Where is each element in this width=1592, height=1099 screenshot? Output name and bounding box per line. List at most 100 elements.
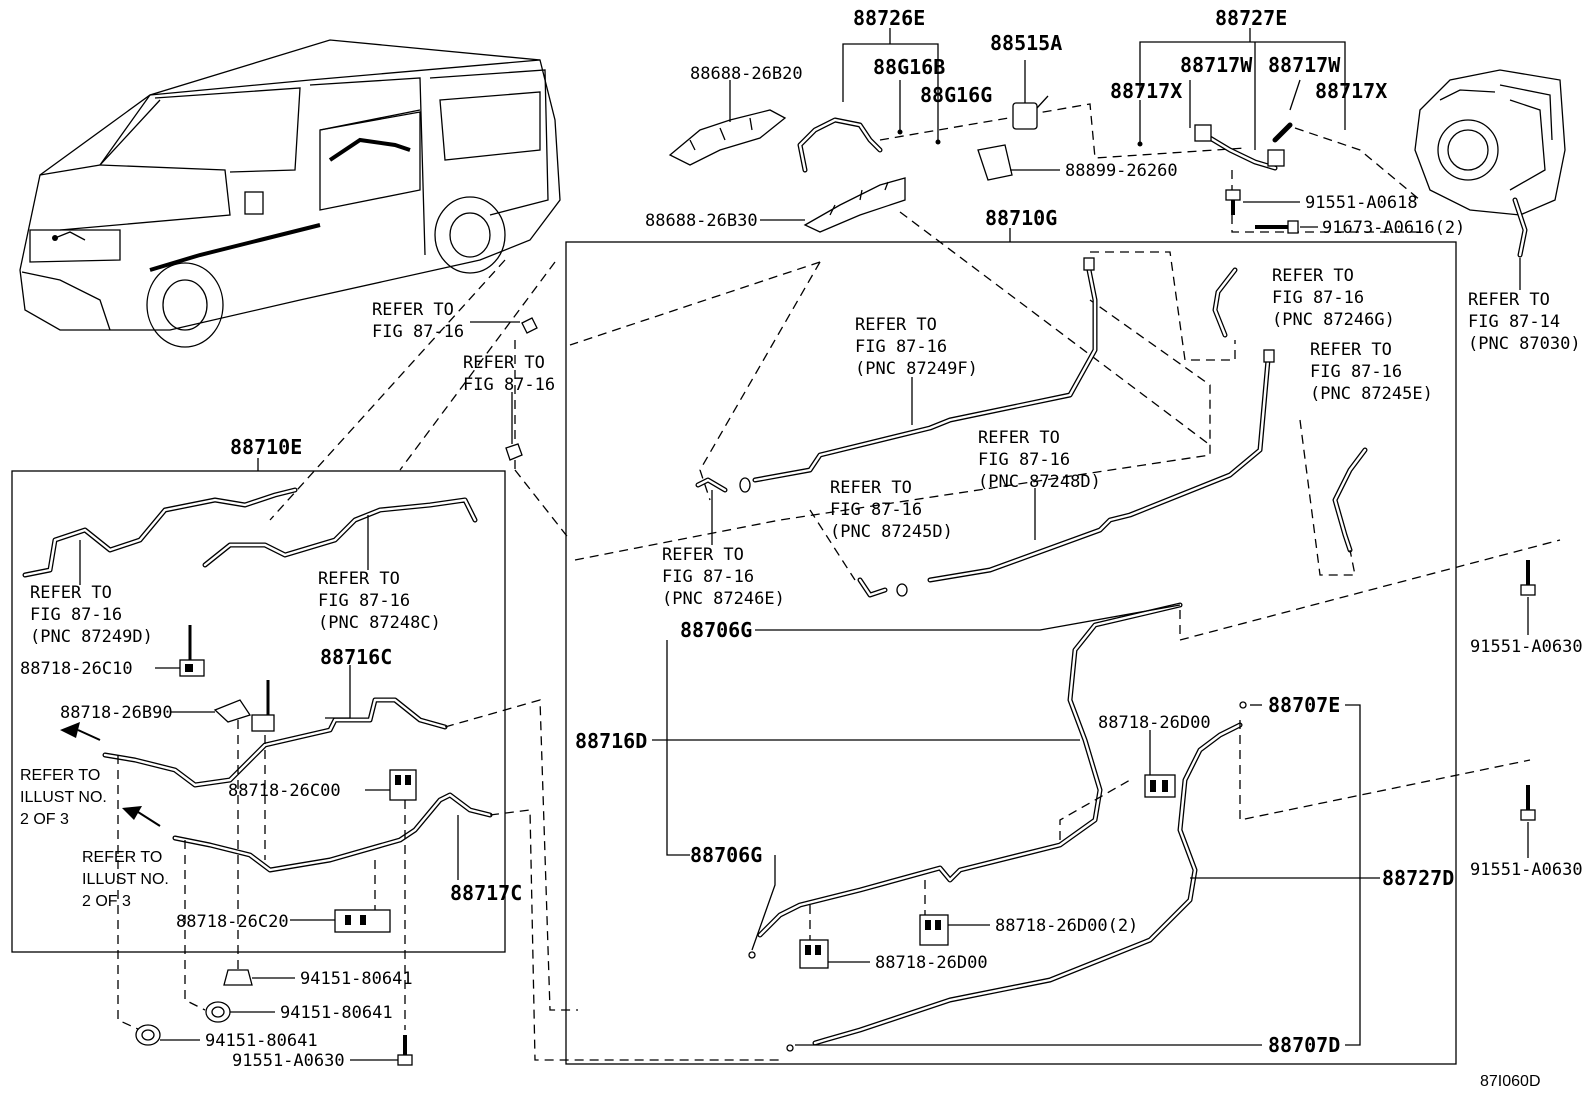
ref-87249F-line3: (PNC 87249F) — [855, 359, 978, 379]
ref-87248D-line3: (PNC 87248D) — [978, 472, 1101, 492]
label-88717X-2: 88717X — [1315, 79, 1387, 103]
ref-illust-2-line2: ILLUST NO. — [82, 871, 169, 888]
arrow-illust-1 — [60, 722, 101, 741]
pipe-87249D — [22, 487, 298, 578]
label-94151-80641-a: 94151-80641 — [300, 969, 413, 989]
ref-hvac-line2: FIG 87-14 — [1468, 312, 1560, 332]
pipe-87248C — [202, 497, 478, 568]
label-88717X-1: 88717X — [1110, 79, 1182, 103]
label-88717C: 88717C — [450, 881, 522, 905]
bracket-88688-26B20 — [668, 80, 787, 166]
part-88899-26260 — [977, 144, 1060, 181]
ref-87246E-line1: REFER TO — [662, 545, 744, 565]
label-88726E: 88726E — [853, 6, 925, 30]
label-88710G: 88710G — [985, 206, 1057, 230]
pipe-88726E — [797, 117, 883, 173]
nut-94151-80641-b — [205, 1001, 275, 1023]
label-88717W-2: 88717W — [1268, 53, 1341, 77]
part-88515A — [1012, 60, 1049, 130]
arrow-illust-2 — [122, 806, 161, 827]
label-91551-A0630-bottom: 91551-A0630 — [232, 1051, 345, 1071]
hose-87246E — [695, 477, 728, 493]
ref-clip-b-line1: REFER TO — [463, 353, 545, 373]
ref-87246G-line2: FIG 87-16 — [1272, 288, 1364, 308]
pipe-87249F — [739, 257, 1098, 493]
ref-87248D-line1: REFER TO — [978, 428, 1060, 448]
clamp-88718-26C10 — [155, 625, 205, 677]
label-88G16B: 88G16B — [873, 55, 945, 79]
label-91551-A0630-r2: 91551-A0630 — [1470, 860, 1583, 880]
bracket-88688-26B30 — [803, 177, 906, 233]
ref-clip-a-line2: FIG 87-16 — [372, 322, 464, 342]
pipe-87248D — [927, 349, 1275, 583]
ref-87245D-line1: REFER TO — [830, 478, 912, 498]
label-91673-A0616: 91673-A0616(2) — [1322, 218, 1465, 238]
diagram-code: 87I060D — [1480, 1073, 1541, 1090]
label-91551-A0630-r1: 91551-A0630 — [1470, 637, 1583, 657]
label-88718-26C10: 88718-26C10 — [20, 659, 133, 679]
ref-87248C-line2: FIG 87-16 — [318, 591, 410, 611]
ref-illust-1-line3: 2 OF 3 — [20, 811, 69, 828]
pipe-88716C — [102, 697, 448, 788]
label-88716D: 88716D — [575, 729, 647, 753]
label-88717W-1: 88717W — [1180, 53, 1253, 77]
pipe-88716D — [757, 602, 1183, 938]
clip-ref-a — [470, 317, 538, 334]
ref-87246G-line3: (PNC 87246G) — [1272, 310, 1395, 330]
ref-87246G-line1: REFER TO — [1272, 266, 1354, 286]
clamp-88718-26C00 — [365, 769, 417, 801]
label-88718-26B90: 88718-26B90 — [60, 703, 173, 723]
pipe-88727D — [812, 722, 1243, 1046]
ref-87249D-line2: FIG 87-16 — [30, 605, 122, 625]
clip-ref-b — [505, 392, 523, 461]
pipe-88717C — [172, 792, 493, 873]
label-88706G-2: 88706G — [690, 843, 762, 867]
ref-87249F-line1: REFER TO — [855, 315, 937, 335]
bolt-91551-A0618 — [1225, 189, 1300, 215]
bolt-91551-A0630-r1 — [1520, 560, 1536, 635]
nut-94151-80641-c — [135, 1024, 200, 1046]
label-88716C: 88716C — [320, 645, 392, 669]
label-88688-26B30: 88688-26B30 — [645, 211, 758, 231]
bracket-88727E — [1139, 41, 1346, 130]
ref-illust-1-line2: ILLUST NO. — [20, 789, 107, 806]
ref-87245D-line2: FIG 87-16 — [830, 500, 922, 520]
box-88710G — [565, 241, 1457, 1065]
bolt-91551-A0630-r2 — [1520, 785, 1536, 858]
ref-87249D-line3: (PNC 87249D) — [30, 627, 153, 647]
ref-hvac-line3: (PNC 87030) — [1468, 334, 1581, 354]
clamp-88718-26C20 — [290, 909, 391, 933]
hvac-unit-illustration — [1414, 69, 1566, 290]
label-88707D: 88707D — [1268, 1033, 1340, 1057]
label-88718-26C20: 88718-26C20 — [176, 912, 289, 932]
ref-illust-2-line1: REFER TO — [82, 849, 162, 866]
label-88515A: 88515A — [990, 31, 1062, 55]
label-88718-26D00-2: 88718-26D00(2) — [995, 916, 1138, 936]
ref-clip-a-line1: REFER TO — [372, 300, 454, 320]
ref-87245D-line3: (PNC 87245D) — [830, 522, 953, 542]
ref-illust-1-line1: REFER TO — [20, 767, 100, 784]
label-88727E: 88727E — [1215, 6, 1287, 30]
label-88899-26260: 88899-26260 — [1065, 161, 1178, 181]
pipe-88717-assembly — [1194, 122, 1293, 171]
hose-87245E — [1332, 447, 1368, 553]
label-88688-26B20: 88688-26B20 — [690, 64, 803, 84]
clamp-88718-26D00-a — [1144, 730, 1176, 798]
ref-clip-b-line2: FIG 87-16 — [463, 375, 555, 395]
label-88G16G: 88G16G — [920, 83, 992, 107]
nut-94151-80641-a — [223, 969, 295, 986]
ref-87248C-line3: (PNC 87248C) — [318, 613, 441, 633]
label-88707E: 88707E — [1268, 693, 1340, 717]
ref-87245E-line1: REFER TO — [1310, 340, 1392, 360]
clamp-88718-26D00-2 — [919, 914, 990, 946]
label-88718-26D00-a: 88718-26D00 — [1098, 713, 1211, 733]
ref-illust-2-line3: 2 OF 3 — [82, 893, 131, 910]
van-illustration — [19, 39, 561, 348]
label-94151-80641-b: 94151-80641 — [280, 1003, 393, 1023]
label-88710E: 88710E — [230, 435, 302, 459]
clamp-88718-26B90 — [170, 680, 275, 732]
label-88718-26C00: 88718-26C00 — [228, 781, 341, 801]
ref-87246E-line2: FIG 87-16 — [662, 567, 754, 587]
ref-87248C-line1: REFER TO — [318, 569, 400, 589]
hose-87245D — [857, 577, 908, 598]
